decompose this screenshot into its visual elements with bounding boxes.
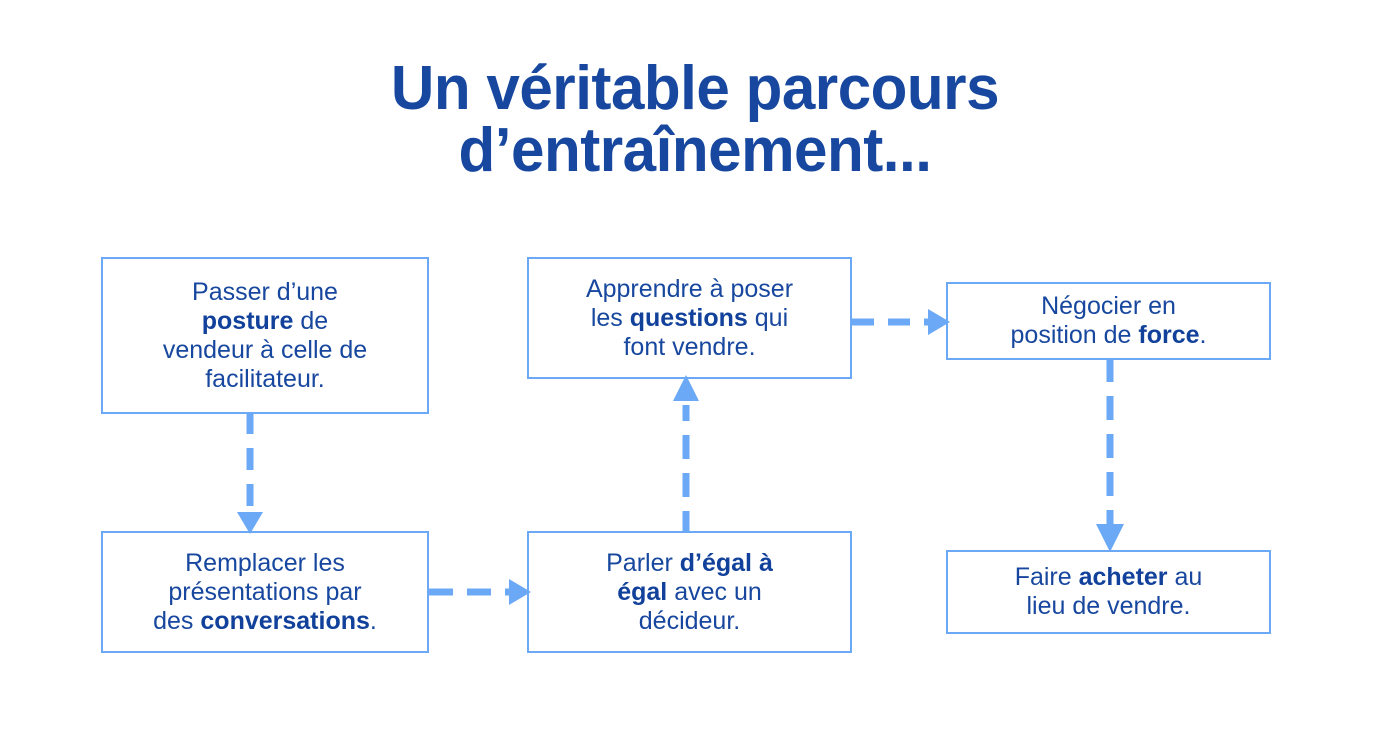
acheter-line1b: au [1167, 563, 1203, 591]
conversations-line2: présentations par [168, 577, 362, 606]
arrow-posture-to-conversations [237, 412, 263, 534]
posture-keyword: posture [201, 306, 294, 335]
questions-line2a: les [590, 303, 630, 332]
acheter-line2: lieu de vendre. [1026, 592, 1191, 620]
arrow-questions-to-negocier [850, 309, 950, 335]
questions-line1: Apprendre à poser [585, 274, 794, 303]
negocier-line2b: . [1199, 321, 1207, 349]
page-title: Un véritable parcours d’entraînement... [390, 54, 1000, 185]
negocier-line1: Négocier en [1041, 292, 1176, 320]
parler-keyword-1: d’égal à [679, 548, 773, 577]
arrow-conversations-to-parler [427, 579, 531, 605]
arrow-parler-to-questions [673, 375, 699, 533]
acheter-line1a: Faire [1014, 563, 1079, 591]
parler-line2b: avec un [667, 577, 762, 606]
negocier-line2a: position de [1010, 321, 1139, 349]
posture-line1: Passer d’une [192, 277, 338, 306]
conversations-line1: Remplacer les [185, 548, 345, 577]
posture-line4: facilitateur. [205, 364, 325, 393]
posture-line2b: de [293, 306, 329, 335]
posture-line3: vendeur à celle de [162, 335, 368, 364]
acheter-keyword: acheter [1078, 563, 1168, 591]
conversations-line3b: . [369, 606, 377, 635]
questions-line3: font vendre. [623, 332, 756, 361]
parler-line1a: Parler [606, 548, 680, 577]
parler-line3: décideur. [638, 606, 741, 635]
questions-keyword: questions [629, 303, 748, 332]
questions-line2b: qui [747, 303, 789, 332]
parler-keyword-2: égal [617, 577, 668, 606]
conversations-keyword: conversations [200, 606, 370, 635]
negocier-keyword: force [1138, 321, 1200, 349]
arrow-negocier-to-acheter [1096, 358, 1124, 552]
conversations-line3a: des [153, 606, 201, 635]
